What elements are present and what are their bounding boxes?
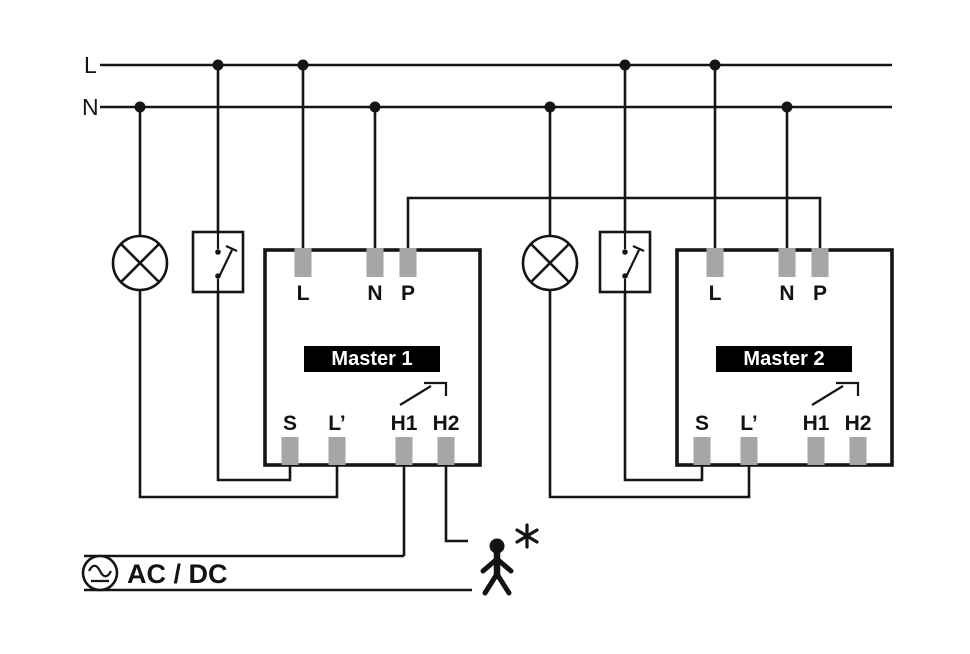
master1-terminal-label-p: P (401, 282, 415, 305)
wire-master1-H2-to-sensor (444, 465, 468, 543)
master1-terminal-label-s: S (283, 412, 297, 435)
master1-relay-contact-icon (399, 381, 448, 406)
master1-top-terminals: L N P (294, 248, 417, 305)
master1-terminal-label-n: N (367, 282, 382, 305)
pushbutton-switch-1 (191, 230, 245, 294)
master2-device: L N P Master 2 S L’ H1 H2 (675, 248, 894, 467)
junction-dot (544, 101, 556, 113)
master2-terminal-label-h2: H2 (845, 412, 872, 435)
master1-terminal-pad-s (281, 437, 299, 465)
junction-dot (709, 59, 721, 71)
master2-title: Master 2 (743, 348, 824, 370)
master1-terminal-label-h1: H1 (391, 412, 418, 435)
junction-dot (134, 101, 146, 113)
master1-terminal-label-lp: L’ (328, 412, 346, 435)
master2-terminal-pad-n (778, 248, 796, 277)
master2-terminal-pad-h2 (849, 437, 867, 465)
junction-dots (134, 59, 793, 113)
master2-terminal-label-n: N (779, 282, 794, 305)
master1-terminal-pad-n (366, 248, 384, 277)
master1-terminal-label-l: L (297, 282, 310, 305)
moving-person-icon (480, 523, 539, 596)
wire-switch1-to-S (216, 292, 292, 482)
junction-dot (297, 59, 309, 71)
wire-lamp1-to-Lprime (138, 290, 339, 499)
master2-terminal-label-s: S (695, 412, 709, 435)
junction-dot (369, 101, 381, 113)
master1-label-bar (304, 346, 440, 372)
master2-terminal-pad-s (693, 437, 711, 465)
master2-label-bar (716, 346, 852, 372)
master2-terminal-label-l: L (709, 282, 722, 305)
wire-lamp2-to-Lprime (548, 290, 751, 499)
power-rails: L N (82, 52, 892, 120)
master2-terminal-label-h1: H1 (803, 412, 830, 435)
master2-terminal-pad-lp (740, 437, 758, 465)
master1-device: L N P Master 1 S L’ H1 H2 (263, 248, 482, 467)
n-rail-label: N (82, 94, 99, 120)
ac-dc-source-icon (81, 554, 119, 592)
master1-terminal-pad-lp (328, 437, 346, 465)
master1-terminal-pad-h1 (395, 437, 413, 465)
lamp-icon-1 (111, 234, 169, 292)
master2-terminal-pad-p (811, 248, 829, 277)
master1-title: Master 1 (331, 348, 412, 370)
master2-terminal-pad-h1 (807, 437, 825, 465)
master2-relay-contact-icon (811, 381, 860, 406)
l-rail-label: L (84, 52, 97, 78)
wire-switch2-to-S (623, 292, 704, 482)
motion-star-icon (515, 523, 539, 549)
master2-top-terminals: L N P (706, 248, 829, 305)
master1-bottom-terminals: S L’ H1 H2 (281, 412, 460, 465)
junction-dot (781, 101, 793, 113)
master2-terminal-label-lp: L’ (740, 412, 758, 435)
wire-p-link (406, 196, 822, 248)
master2-terminal-pad-l (706, 248, 724, 277)
master2-terminal-label-p: P (813, 282, 827, 305)
junction-dot (619, 59, 631, 71)
wires (84, 65, 822, 592)
supply-label: AC / DC (127, 559, 228, 589)
master2-bottom-terminals: S L’ H1 H2 (693, 412, 872, 465)
junction-dot (212, 59, 224, 71)
master1-terminal-pad-h2 (437, 437, 455, 465)
lamp-icon-2 (521, 234, 579, 292)
master1-terminal-pad-l (294, 248, 312, 277)
pushbutton-switch-2 (598, 230, 652, 294)
master1-terminal-label-h2: H2 (433, 412, 460, 435)
master1-terminal-pad-p (399, 248, 417, 277)
